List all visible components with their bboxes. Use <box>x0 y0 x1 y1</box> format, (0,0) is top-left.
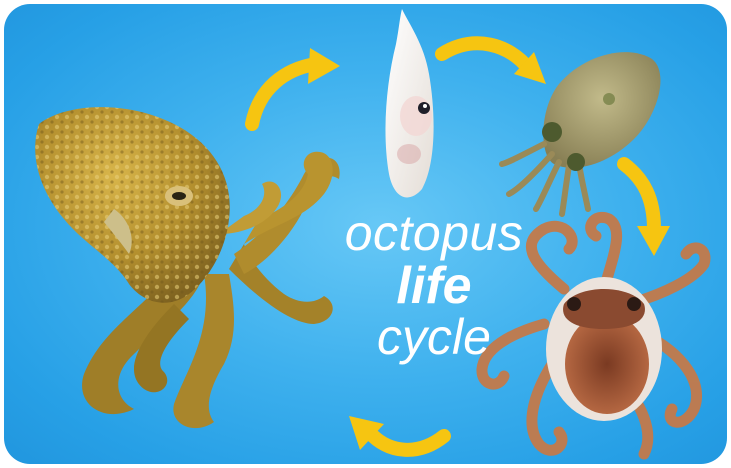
title-line-cycle: cycle <box>334 308 534 366</box>
egg <box>385 9 433 197</box>
diagram-canvas: octopus life cycle <box>4 4 727 464</box>
title-line-life: life <box>334 256 534 316</box>
title-line-octopus: octopus <box>334 204 534 262</box>
arrow-egg-to-hatchling <box>442 43 546 84</box>
arrow-adult-to-egg <box>252 48 340 124</box>
adult-octopus <box>35 107 339 428</box>
arrow-hatchling-to-juvenile <box>624 164 670 256</box>
arrow-juvenile-to-adult <box>349 416 444 450</box>
